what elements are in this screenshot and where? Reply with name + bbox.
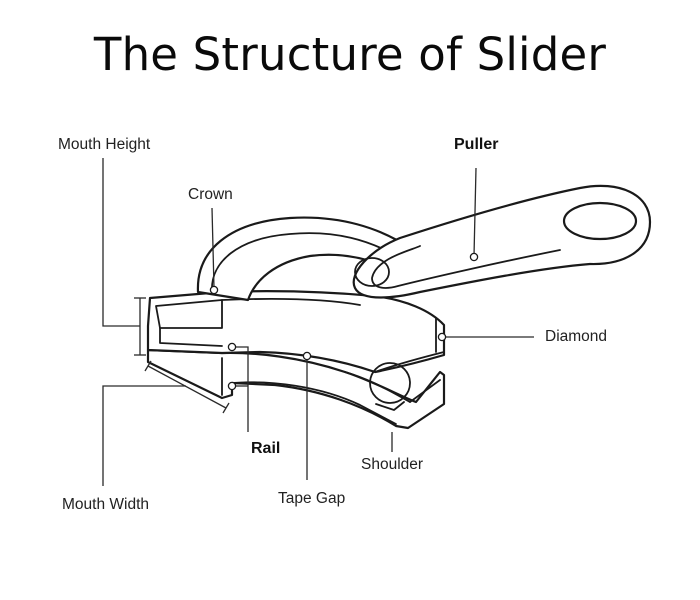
label-crown: Crown — [188, 186, 233, 203]
shoulder-circle — [369, 362, 411, 404]
label-diamond: Diamond — [545, 328, 608, 345]
label-tape-gap: Tape Gap — [278, 490, 346, 507]
leader-dots — [209, 252, 479, 391]
label-rail: Rail — [251, 440, 281, 457]
label-shoulder: Shoulder — [361, 456, 424, 473]
slider-body-upper — [146, 290, 446, 374]
leader-lines — [102, 158, 534, 486]
slider-body-lower — [146, 348, 446, 430]
slider-puller — [352, 184, 652, 299]
diagram-title: The Structure of Slider — [93, 28, 607, 81]
label-puller: Puller — [454, 136, 499, 153]
label-mouth-width: Mouth Width — [62, 496, 150, 513]
label-mouth-height: Mouth Height — [58, 136, 151, 153]
